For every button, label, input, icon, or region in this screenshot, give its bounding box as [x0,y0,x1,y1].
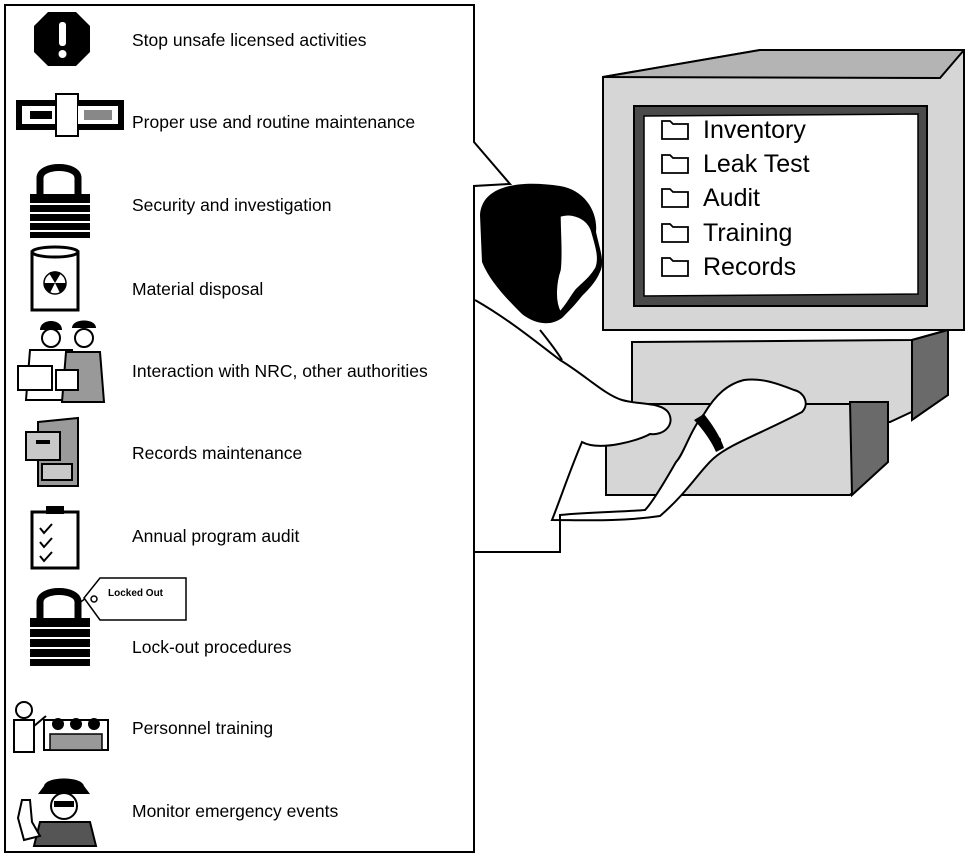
stop-sign-icon [34,12,90,66]
police-officer-icon [16,778,98,847]
file-cabinet-icon [25,416,79,487]
inspectors-icon [17,320,106,403]
folder-icon [661,154,689,174]
padlock-icon [30,164,90,238]
padlock-tag-icon [30,577,187,666]
folder-label: Leak Test [703,150,810,178]
folder-icon [661,257,689,277]
duty-label: Interaction with NRC, other authorities [132,361,428,381]
duty-label: Stop unsafe licensed activities [132,30,367,50]
duty-label: Proper use and routine maintenance [132,112,416,132]
folder-icon [661,188,689,208]
folder-icon [661,223,689,243]
duty-label: Security and investigation [132,195,332,215]
duty-label: Lock-out procedures [132,637,292,657]
gauge-device-icon [16,93,124,137]
computer [602,49,965,498]
folder-label: Training [703,219,793,247]
person-at-computer [474,183,807,553]
classroom-icon [13,701,109,753]
radioactive-drum-icon [30,245,80,312]
duty-label: Personnel training [132,718,274,738]
folder-label: Inventory [703,116,806,144]
folder-label: Audit [703,184,760,212]
folder-label: Records [703,253,797,281]
duty-label: Records maintenance [132,443,303,463]
folder-icon [661,120,689,140]
callout-panel [4,4,513,853]
lockout-tag-label: Locked Out [108,588,164,599]
duty-label: Material disposal [132,279,264,299]
duty-label: Annual program audit [132,526,300,546]
duty-label: Monitor emergency events [132,801,339,821]
checklist-clipboard-icon [30,506,80,570]
